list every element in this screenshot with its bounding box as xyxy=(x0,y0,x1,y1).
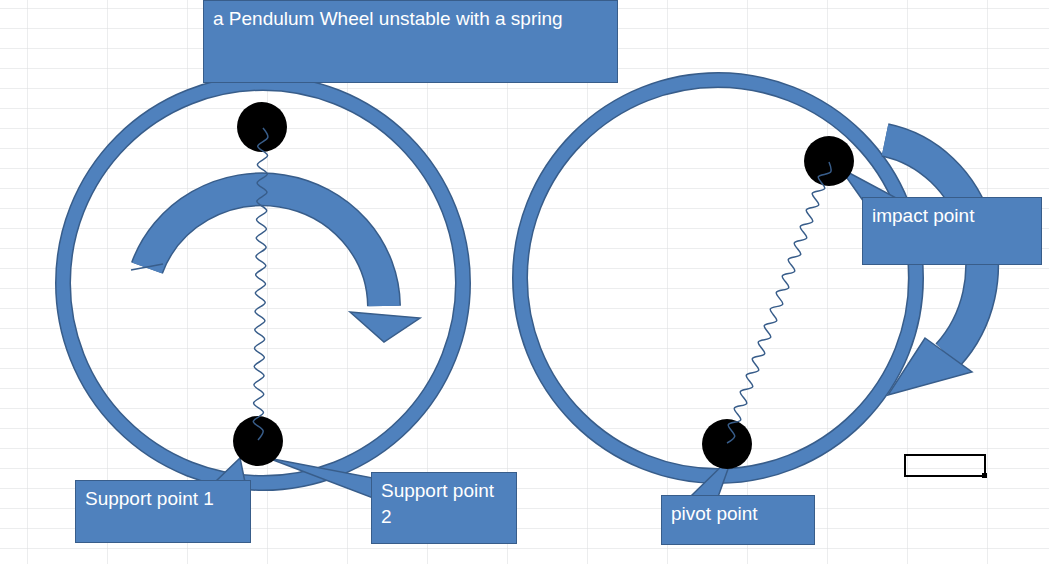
cell-selection xyxy=(905,455,985,476)
label-text: Support point 1 xyxy=(85,486,241,512)
wheel-rim xyxy=(63,83,463,483)
title-box: a Pendulum Wheel unstable with a spring xyxy=(203,0,618,83)
callout-box: Support point 2 xyxy=(371,472,517,544)
callout-pointer xyxy=(268,458,373,498)
rotation-arrowhead xyxy=(350,312,420,342)
wheel-rim xyxy=(63,83,463,483)
label-text: Support point 2 xyxy=(381,478,507,529)
mass-dot xyxy=(237,102,287,152)
callout-box: impact point xyxy=(862,197,1042,265)
wheel-rim xyxy=(520,80,916,476)
fill-handle xyxy=(982,473,987,478)
label-text: impact point xyxy=(872,203,1032,229)
callout-box: Support point 1 xyxy=(75,480,251,543)
spring xyxy=(253,128,268,440)
wheel-rim xyxy=(520,80,916,476)
label-text: pivot point xyxy=(671,501,805,527)
mass-dot xyxy=(804,136,854,186)
label-text: a Pendulum Wheel unstable with a spring xyxy=(213,6,608,32)
callout-box: pivot point xyxy=(661,495,815,545)
mass-dot xyxy=(233,416,283,466)
rotation-arrowhead xyxy=(888,338,972,395)
callout-pointer xyxy=(215,458,245,482)
arrow-edge xyxy=(131,264,163,270)
spring xyxy=(727,162,831,443)
mass-dot xyxy=(702,419,752,469)
